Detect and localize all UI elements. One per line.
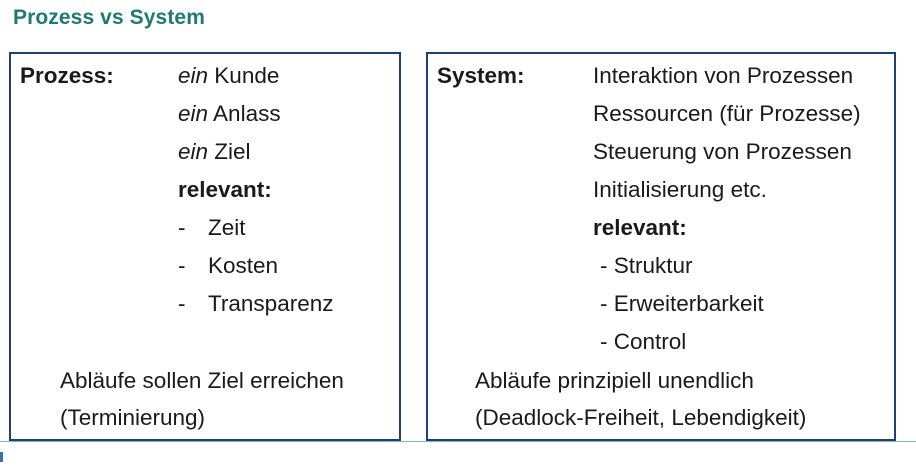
process-relevant-item: -Kosten xyxy=(178,247,278,285)
process-relevant-item: -Transparenz xyxy=(178,285,333,323)
item-text: Anlass xyxy=(213,101,281,126)
dash-marker: - xyxy=(178,291,186,316)
system-summary-line1: Abläufe prinzipiell unendlich xyxy=(475,368,754,393)
process-box xyxy=(9,52,401,441)
process-label: Prozess: xyxy=(20,63,114,88)
system-relevant-item: - Struktur xyxy=(600,253,693,278)
article-word: ein xyxy=(178,63,209,88)
process-summary-line2: (Terminierung) xyxy=(60,405,206,430)
item-text: Ziel xyxy=(214,139,251,164)
process-item-customer: ein Kunde xyxy=(178,57,279,95)
system-item: Initialisierung etc. xyxy=(593,177,767,202)
item-text: Kunde xyxy=(214,63,280,88)
system-relevant-item: - Control xyxy=(600,329,687,354)
system-relevant-item: - Erweiterbarkeit xyxy=(600,291,764,316)
process-summary-line1: Abläufe sollen Ziel erreichen xyxy=(60,368,344,393)
system-item: Steuerung von Prozessen xyxy=(593,139,852,164)
process-item-trigger: ein Anlass xyxy=(178,95,281,133)
corner-marker xyxy=(0,452,3,462)
dash-marker: - xyxy=(178,253,186,278)
system-item: Ressourcen (für Prozesse) xyxy=(593,101,861,126)
system-box xyxy=(426,52,896,441)
article-word: ein xyxy=(178,101,209,126)
process-relevant-item: -Zeit xyxy=(178,209,246,247)
dash-marker: - xyxy=(178,215,186,240)
system-summary-line2: (Deadlock-Freiheit, Lebendigkeit) xyxy=(475,405,807,430)
article-word: ein xyxy=(178,139,209,164)
relevant-item-text: Transparenz xyxy=(208,291,334,316)
system-relevant-label: relevant: xyxy=(593,215,687,240)
relevant-item-text: Kosten xyxy=(208,253,279,278)
process-relevant-label: relevant: xyxy=(178,177,272,202)
system-label: System: xyxy=(437,63,525,88)
slide-title: Prozess vs System xyxy=(13,6,205,29)
footer-divider xyxy=(0,441,916,442)
process-item-goal: ein Ziel xyxy=(178,133,251,171)
relevant-item-text: Zeit xyxy=(208,215,246,240)
system-item: Interaktion von Prozessen xyxy=(593,63,854,88)
